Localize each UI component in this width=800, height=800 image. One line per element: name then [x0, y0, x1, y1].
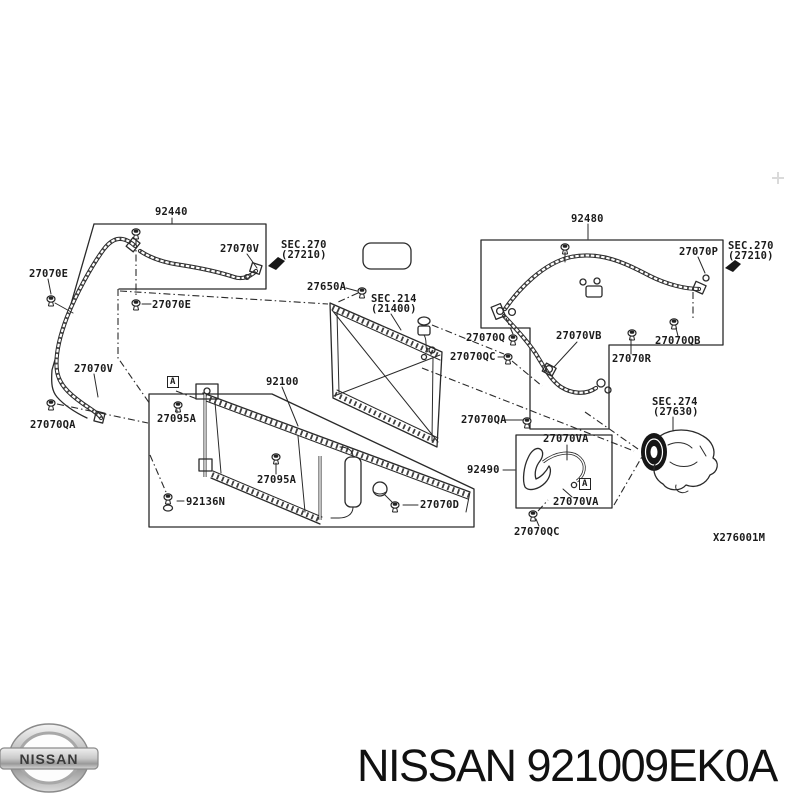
part-number-label: 92480	[571, 213, 604, 225]
part-number-label: 27070E	[29, 268, 69, 280]
part-number-label: 27070QA	[461, 414, 507, 426]
part-number-label: 27070QB	[655, 335, 701, 347]
part-number-label: 27650A	[307, 281, 347, 293]
hose-assembly-92440	[54, 236, 263, 424]
part-number-label: (27210)	[728, 250, 774, 262]
detail-marker: A	[167, 376, 179, 388]
leader-lines	[47, 217, 706, 527]
bracket-kit-92490	[522, 444, 586, 498]
part-number-label: (21400)	[371, 303, 417, 315]
part-number-label: 27070VB	[556, 330, 602, 342]
part-number-label: X276001M	[713, 532, 766, 544]
nissan-logo-text: NISSAN	[20, 751, 79, 767]
part-number-label: 27070VA	[553, 496, 599, 508]
sec270-arrow-icons	[268, 257, 741, 272]
part-number-label: 27070V	[220, 243, 260, 255]
part-number-label: 27070D	[420, 499, 460, 511]
part-number-label: 27070VA	[543, 433, 589, 445]
fasteners	[46, 228, 679, 522]
part-number-label: 27070E	[152, 299, 192, 311]
part-number-label: (27210)	[281, 249, 327, 261]
part-number-label: SEC.270	[728, 240, 774, 252]
part-number-label: 92136N	[186, 496, 226, 508]
part-number-label: 27070P	[679, 246, 719, 258]
part-number-label: 27070Q	[466, 332, 506, 344]
part-number-label: 92490	[467, 464, 500, 476]
nissan-logo: NISSAN	[0, 723, 99, 793]
part-number-label: 27070QA	[30, 419, 76, 431]
radiator	[329, 302, 443, 448]
detail-marker: A	[579, 478, 591, 490]
part-number-label: 27095A	[257, 474, 297, 486]
part-number-label: 27070V	[74, 363, 114, 375]
part-number-label: SEC.214	[371, 293, 417, 305]
reference-lines	[56, 240, 694, 512]
part-number-label: 27070QC	[450, 351, 496, 363]
print-artifact	[772, 172, 784, 184]
part-number-label: SEC.270	[281, 239, 327, 251]
hose-assembly-92480	[490, 253, 710, 395]
part-number-label: 92100	[266, 376, 299, 388]
part-number-label: (27630)	[653, 406, 699, 418]
part-number-label: 27070R	[612, 353, 652, 365]
part-number-label: 27070QC	[514, 526, 560, 538]
compressor	[641, 416, 718, 494]
part-number-label: SEC.274	[652, 396, 698, 408]
product-title: NISSAN 921009EK0A	[357, 740, 778, 791]
condenser	[195, 383, 471, 525]
part-number-label: 92440	[155, 206, 188, 218]
part-number-label: 27095A	[157, 413, 197, 425]
